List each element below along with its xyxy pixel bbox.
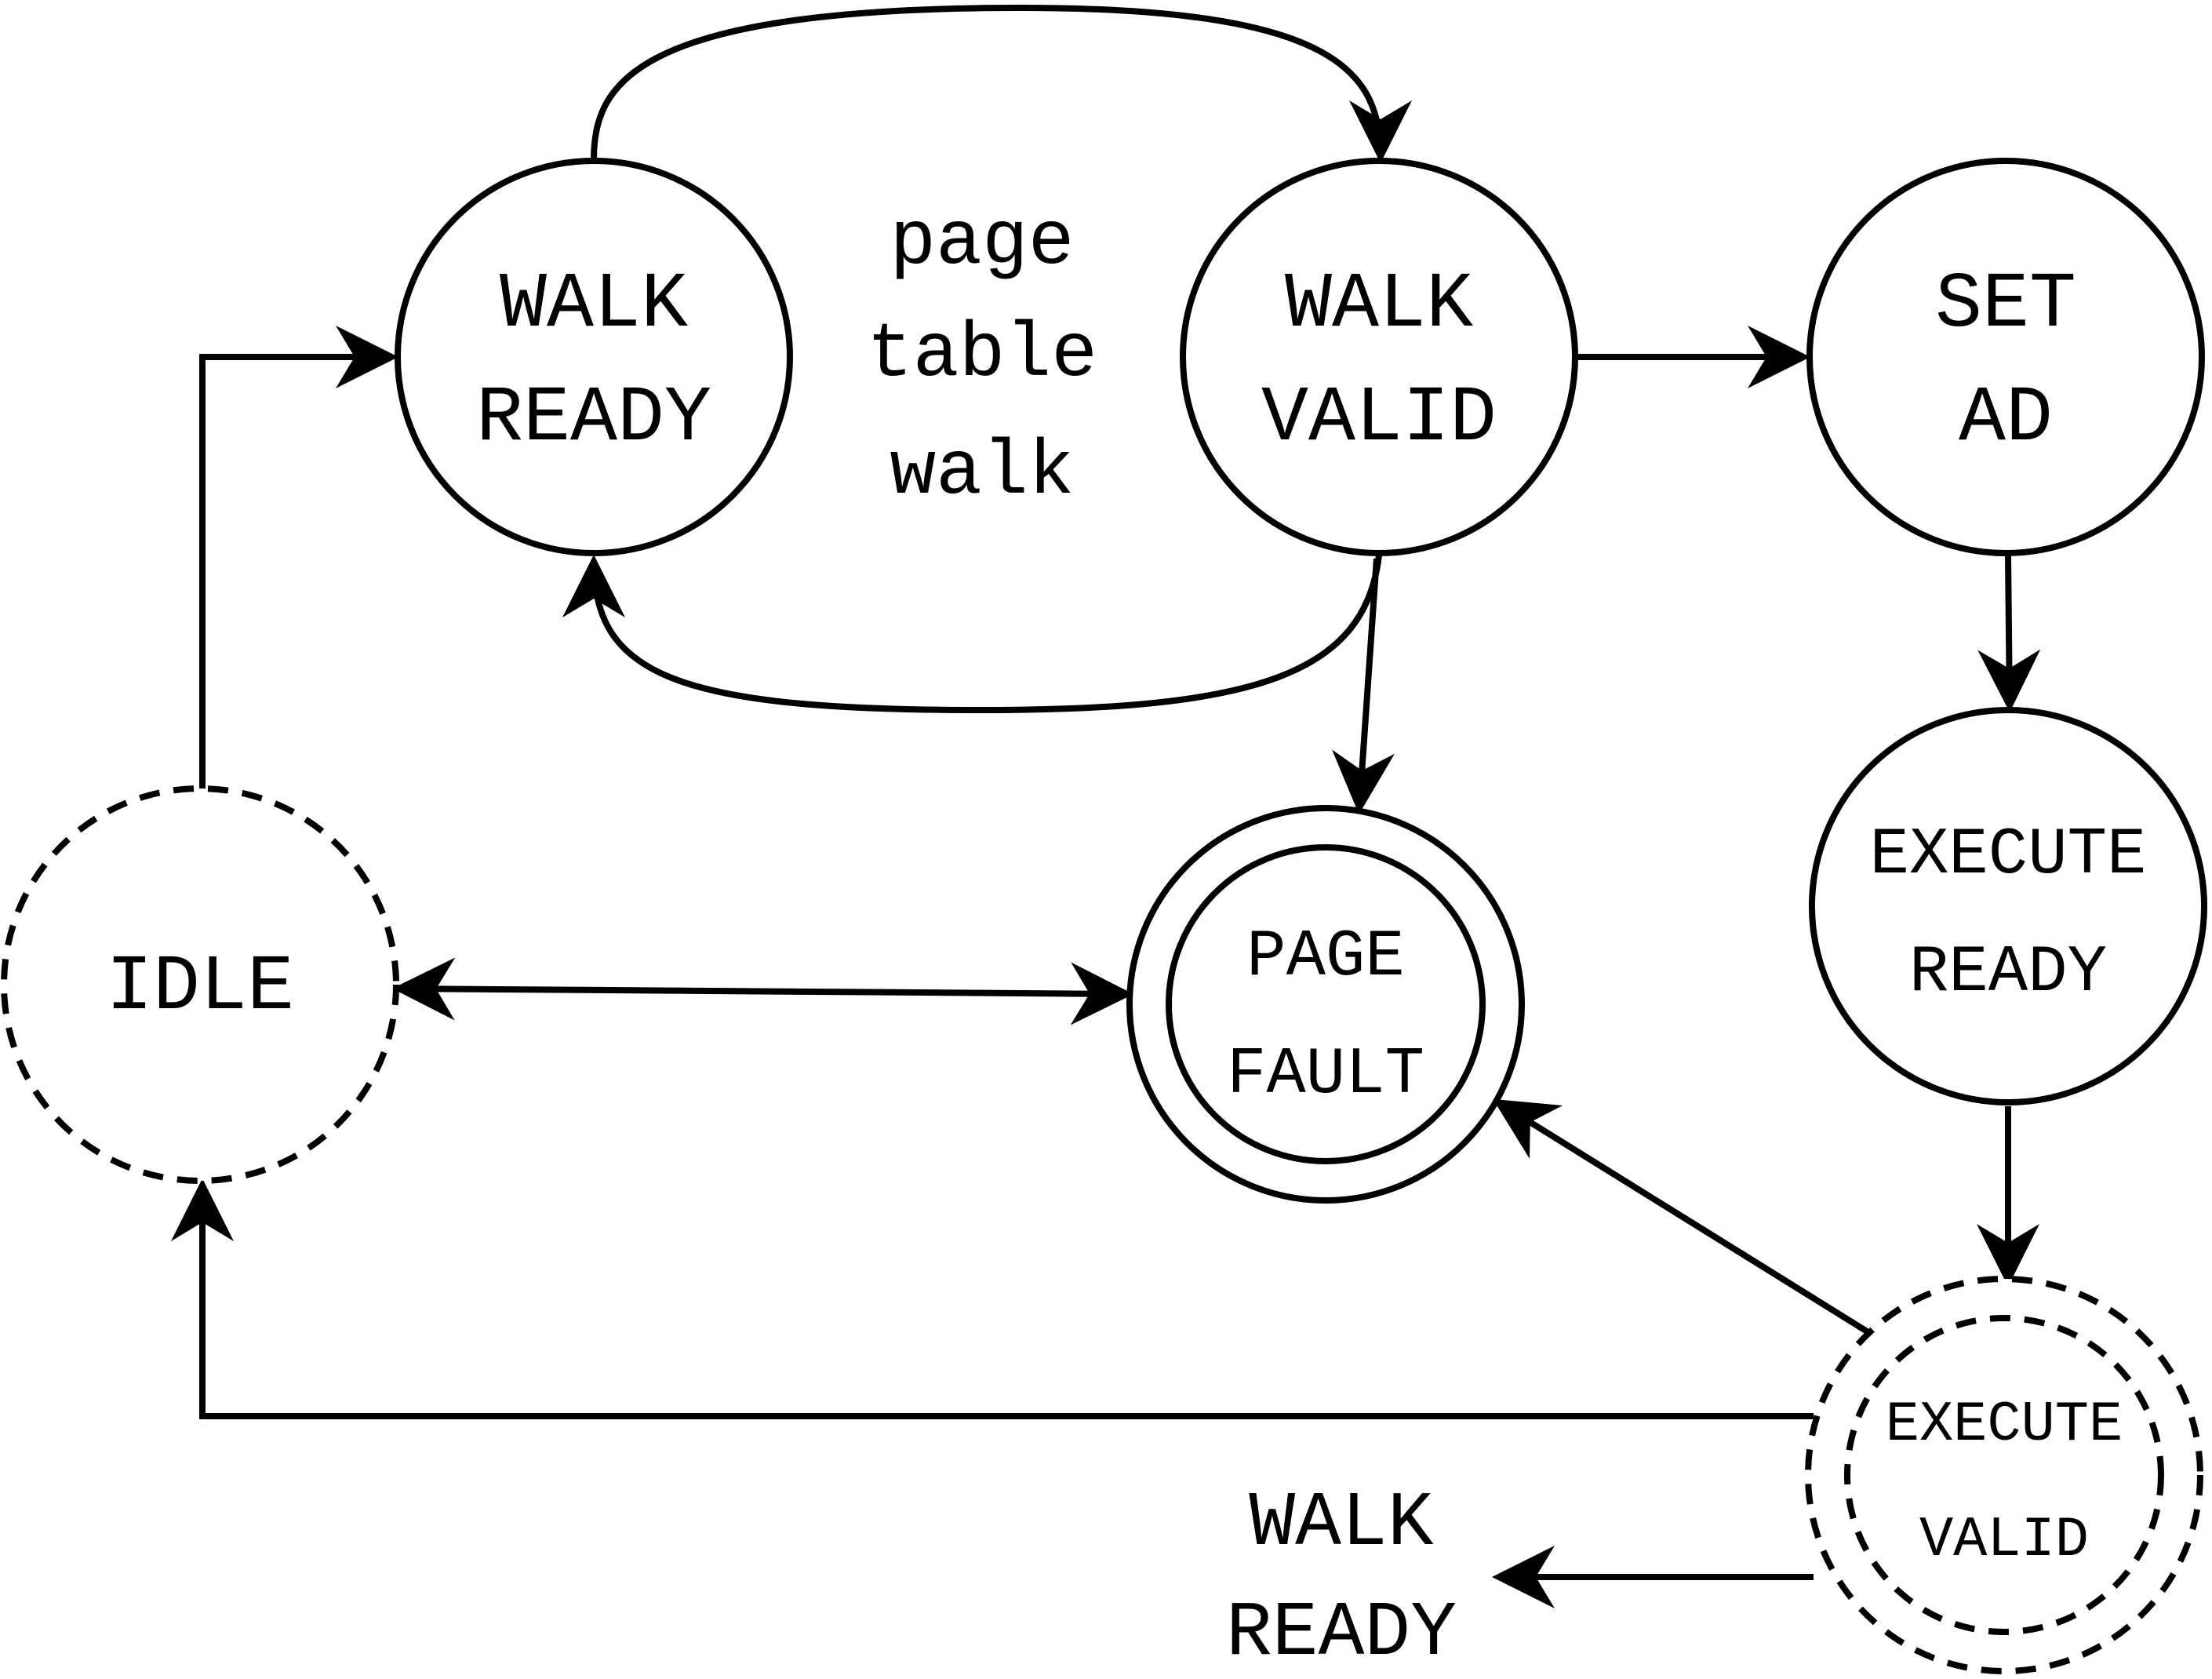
- state-execute-ready-line-2: READY: [1909, 936, 2107, 1011]
- transition-execute-valid-to-idle: [171, 1178, 1814, 1419]
- state-execute-valid-inner-ring: [1844, 1315, 2164, 1635]
- transition-walk-valid-to-walk-ready: [562, 555, 1382, 714]
- state-walk-ready-line-1: WALK: [500, 261, 688, 350]
- state-idle-line-1: IDLE: [106, 944, 294, 1033]
- state-walk-valid-line-1: WALK: [1285, 261, 1473, 350]
- state-set-ad-line-1: SET: [1935, 261, 2076, 350]
- state-walk-valid: WALK VALID: [1180, 158, 1578, 556]
- transition-set-ad-to-execute-ready: [1977, 555, 2041, 712]
- state-page-fault: PAGE FAULT: [1126, 805, 1525, 1204]
- state-set-ad: SET AD: [1806, 158, 2205, 556]
- page-table-walk-label-line-2: table: [867, 311, 1097, 399]
- state-execute-ready-line-1: EXECUTE: [1870, 818, 2147, 893]
- state-walk-valid-ring: [1180, 158, 1578, 556]
- states: WALK READY WALK VALID SET AD EXECUTE REA…: [1, 158, 2207, 1674]
- transition-idle-page-fault-bidirectional: [392, 957, 1133, 1025]
- state-execute-valid-line-2: VALID: [1919, 1508, 2089, 1572]
- state-execute-ready-ring: [1809, 707, 2207, 1105]
- state-set-ad-ring: [1806, 158, 2205, 556]
- page-table-walk-label-line-3: walk: [890, 429, 1074, 516]
- state-page-fault-line-1: PAGE: [1246, 920, 1405, 995]
- state-page-fault-line-2: FAULT: [1227, 1038, 1424, 1113]
- state-idle-ring: [1, 785, 399, 1184]
- state-idle: IDLE: [1, 785, 399, 1184]
- state-execute-valid: EXECUTE VALID: [1805, 1276, 2203, 1674]
- walk-ready-exit-label-line-1: WALK: [1249, 1481, 1433, 1568]
- transition-execute-valid-to-page-fault: [1493, 1098, 1873, 1337]
- transitions: [171, 4, 2041, 1608]
- page-table-walk-label-line-1: page: [890, 199, 1074, 286]
- state-walk-ready-ring: [395, 158, 793, 556]
- state-walk-ready: WALK READY: [395, 158, 793, 556]
- state-page-fault-inner-ring: [1166, 844, 1486, 1164]
- walk-ready-exit-label-line-2: READY: [1226, 1590, 1457, 1677]
- state-set-ad-line-2: AD: [1959, 375, 2053, 464]
- free-labels: page table walk WALK READY: [867, 199, 1457, 1677]
- state-walk-valid-line-2: VALID: [1261, 375, 1497, 464]
- transition-walk-ready-to-walk-valid: [591, 4, 1412, 163]
- state-execute-ready: EXECUTE READY: [1809, 707, 2207, 1105]
- transition-walk-valid-to-page-fault: [1332, 558, 1395, 814]
- state-execute-valid-line-1: EXECUTE: [1886, 1393, 2123, 1457]
- transition-idle-to-walk-ready: [199, 326, 398, 789]
- state-walk-ready-line-2: READY: [476, 375, 711, 464]
